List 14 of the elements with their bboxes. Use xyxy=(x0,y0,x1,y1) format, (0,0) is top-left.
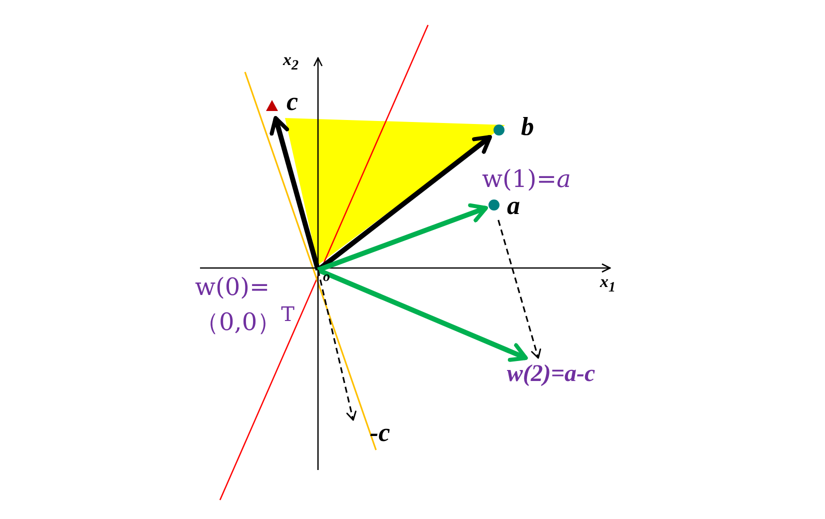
point-label: -c xyxy=(370,420,390,446)
vector-label: w(2)=a-c xyxy=(506,362,596,386)
arrow xyxy=(317,203,488,272)
axis-label: x$_{1}$ xyxy=(600,272,616,296)
point-label: b xyxy=(521,114,534,140)
weight-label: w(1)=a xyxy=(482,165,572,194)
axis-label: x$_{2}$ xyxy=(283,50,299,74)
arrow xyxy=(270,116,320,271)
arrow xyxy=(498,220,542,359)
point-label: c xyxy=(286,89,298,115)
point-label: a xyxy=(507,193,520,219)
weight-label: w(0)= （0,0）$^{T}$ xyxy=(195,273,296,337)
arrow xyxy=(317,268,528,362)
arrow xyxy=(317,270,356,421)
